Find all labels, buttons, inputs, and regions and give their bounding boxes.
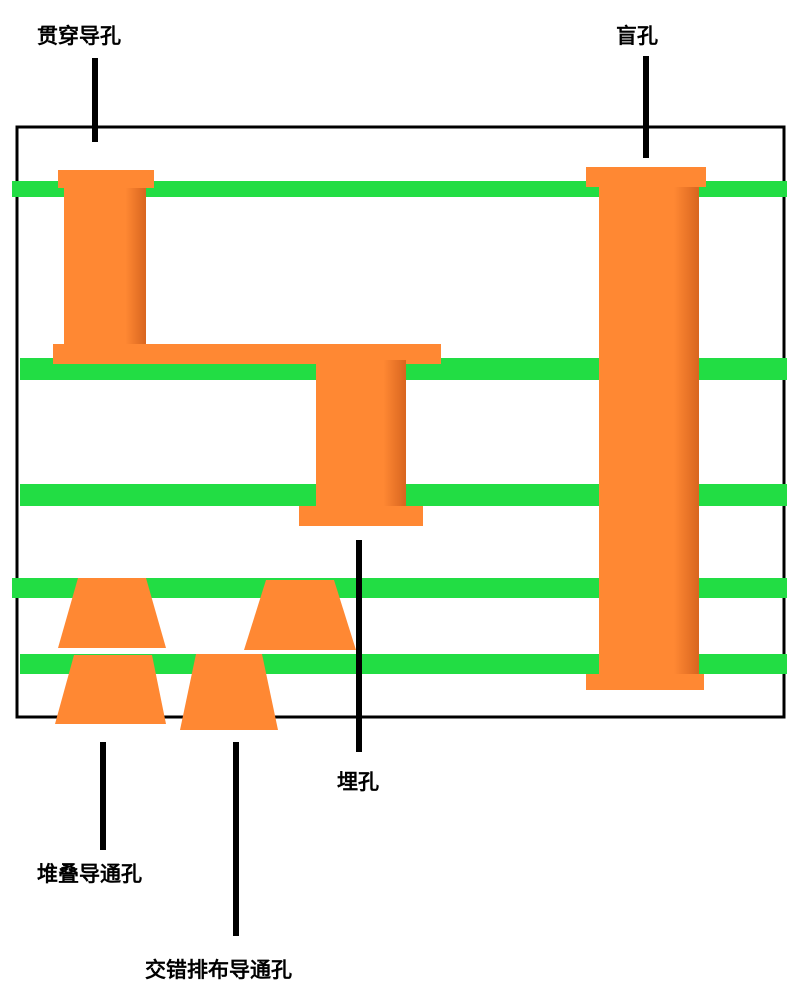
buried-via-shape [299,360,423,526]
staggered-via-shape [180,580,356,730]
copper-layer-4 [12,578,787,598]
label-buried-via: 埋孔 [337,770,379,794]
label-blind-via: 盲孔 [616,24,658,48]
blind-via-shape [586,167,706,690]
label-through-via: 贯穿导孔 [37,24,121,48]
through-via-shape [53,170,441,364]
label-stacked-via: 堆叠导通孔 [37,862,142,886]
label-staggered-via: 交错排布导通孔 [145,958,292,982]
leader-lines [92,56,649,936]
stacked-via-shape [55,578,166,724]
board-outline [15,125,786,719]
